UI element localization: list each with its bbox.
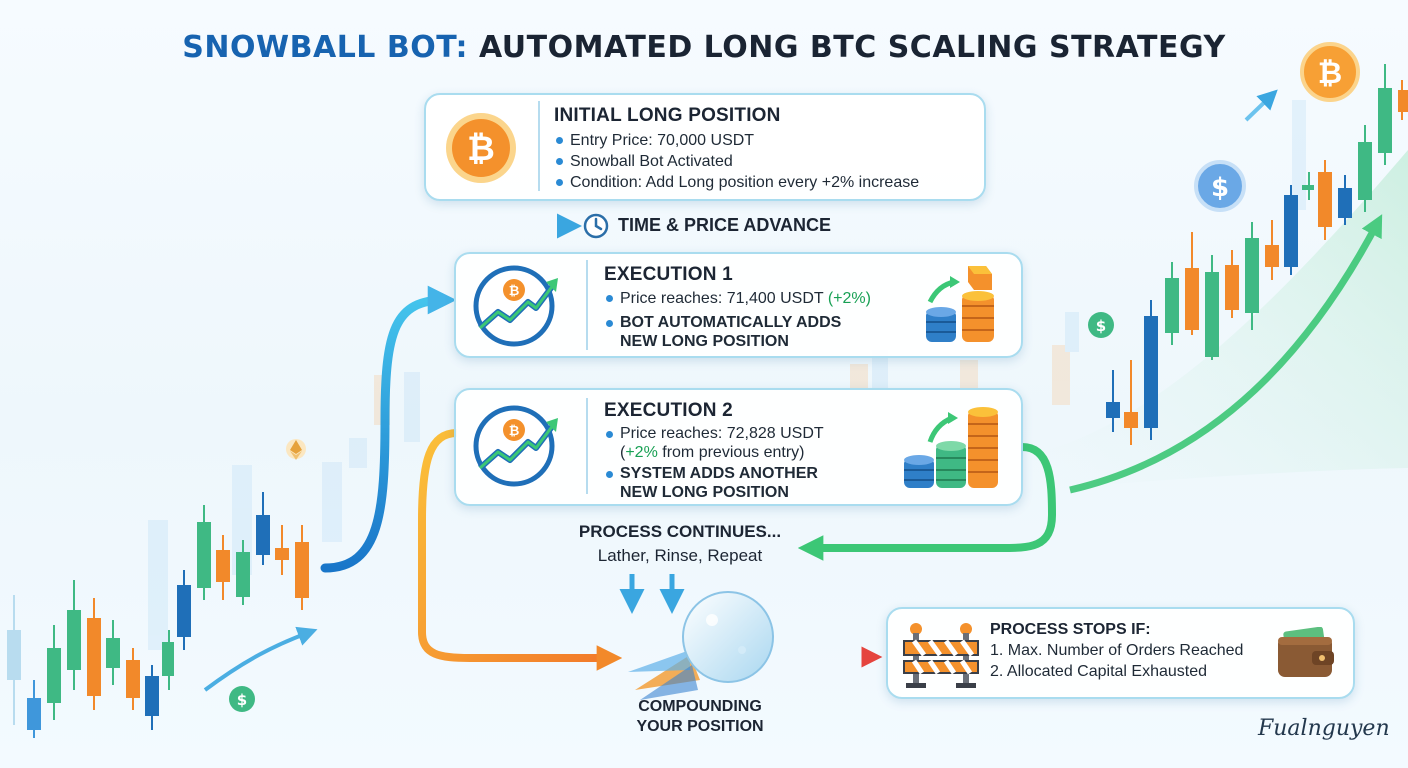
left-chart-arrow [203, 626, 318, 692]
execution-2-price-open: ( [620, 444, 626, 461]
right-candlesticks [1106, 64, 1408, 445]
execution-1-price: Price reaches: 71,400 USDT (+2%) [604, 288, 871, 309]
execution-1-price-text: Price reaches: 71,400 USDT [620, 290, 828, 307]
execution-1-action: BOT AUTOMATICALLY ADDS NEW LONG POSITION [604, 313, 871, 351]
execution-1-price-pct: (+2%) [827, 290, 871, 307]
card-divider [586, 260, 588, 350]
compounding-line2: YOUR POSITION [636, 718, 764, 735]
execution-1-card: ₿ EXECUTION 1 Price reaches: 71,400 USDT… [454, 252, 1023, 358]
execution-2-action-line1: SYSTEM ADDS ANOTHER [620, 465, 818, 482]
process-continues-block: PROCESS CONTINUES... Lather, Rinse, Repe… [560, 522, 800, 566]
barrier-icon [903, 623, 979, 688]
right-chart-arrow [1069, 214, 1383, 494]
clock-icon [583, 213, 609, 239]
title-accent: SNOWBALL BOT: [182, 30, 469, 65]
bitcoin-coin-icon-top-right: ₿ [1300, 42, 1360, 102]
process-continues-subtitle: Lather, Rinse, Repeat [597, 546, 763, 565]
coin-stack-icon [926, 266, 994, 342]
compounding-label: COMPOUNDING YOUR POSITION [600, 697, 800, 737]
card-divider [586, 398, 588, 494]
top-right-arrow [1244, 89, 1278, 122]
execution-1-action-line1: BOT AUTOMATICALLY ADDS [620, 314, 842, 331]
execution-2-card: ₿ EXECUTION 2 Price reaches: 72,828 USDT… [454, 388, 1023, 506]
loop-green-arrow [797, 443, 1057, 561]
svg-text:₿: ₿ [467, 129, 495, 169]
coin-stack-icon [904, 407, 998, 488]
execution-2-action-line2: NEW LONG POSITION [620, 484, 789, 501]
svg-text:₿: ₿ [1318, 56, 1342, 91]
title-rest: AUTOMATED LONG BTC SCALING STRATEGY [468, 30, 1226, 65]
dollar-coin-icon-green-left: $ [229, 686, 255, 712]
execution-1-action-line2: NEW LONG POSITION [620, 333, 789, 350]
loop-orange-arrow [418, 429, 623, 671]
exec1-arrow [320, 285, 457, 573]
svg-text:$: $ [1096, 317, 1106, 335]
dollar-coin-icon-green-right: $ [1088, 312, 1114, 338]
page-title: SNOWBALL BOT: AUTOMATED LONG BTC SCALING… [0, 30, 1408, 65]
dollar-coin-icon-blue: $ [1194, 160, 1246, 212]
svg-text:$: $ [237, 691, 247, 709]
compounding-line1: COMPOUNDING [638, 698, 762, 715]
green-glow-area [1040, 150, 1408, 488]
wallet-icon [1278, 627, 1334, 677]
initial-item-1: Entry Price: 70,000 USDT [554, 130, 919, 151]
process-stops-card: PROCESS STOPS IF: 1. Max. Number of Orde… [886, 607, 1355, 699]
ethereum-icon [286, 439, 306, 460]
snowball-icon [628, 591, 774, 700]
initial-item-2: Snowball Bot Activated [554, 151, 919, 172]
initial-position-card: ₿ INITIAL LONG POSITION Entry Price: 70,… [424, 93, 986, 201]
execution-2-price-close: from previous entry) [657, 444, 805, 461]
card-divider [538, 101, 540, 191]
execution-2-price-line1: Price reaches: 72,828 USDT [620, 425, 824, 442]
svg-text:₿: ₿ [509, 284, 520, 299]
execution-2-action: SYSTEM ADDS ANOTHER NEW LONG POSITION [604, 464, 824, 502]
process-continues-title: PROCESS CONTINUES... [578, 522, 782, 541]
time-price-advance-label: TIME & PRICE ADVANCE [618, 215, 832, 235]
execution-1-title: EXECUTION 1 [604, 264, 733, 285]
svg-text:$: $ [1211, 173, 1229, 203]
background-faint-bars [148, 100, 1306, 650]
signature: Fualnguyen [1258, 716, 1390, 741]
stops-item-1: 1. Max. Number of Orders Reached [990, 642, 1244, 659]
stops-title: PROCESS STOPS IF: [990, 621, 1151, 638]
stops-item-2: 2. Allocated Capital Exhausted [990, 663, 1208, 680]
growth-chart-icon: ₿ [473, 265, 558, 347]
execution-2-price-pct: +2% [625, 444, 658, 461]
execution-2-title: EXECUTION 2 [604, 400, 733, 421]
initial-item-3: Condition: Add Long position every +2% i… [554, 172, 919, 193]
bitcoin-icon: ₿ [446, 113, 516, 183]
svg-text:₿: ₿ [509, 424, 520, 439]
initial-card-title: INITIAL LONG POSITION [554, 105, 781, 126]
execution-2-price: Price reaches: 72,828 USDT (+2% from prev… [604, 424, 824, 462]
growth-chart-icon: ₿ [473, 405, 558, 487]
left-candlesticks [7, 492, 309, 738]
